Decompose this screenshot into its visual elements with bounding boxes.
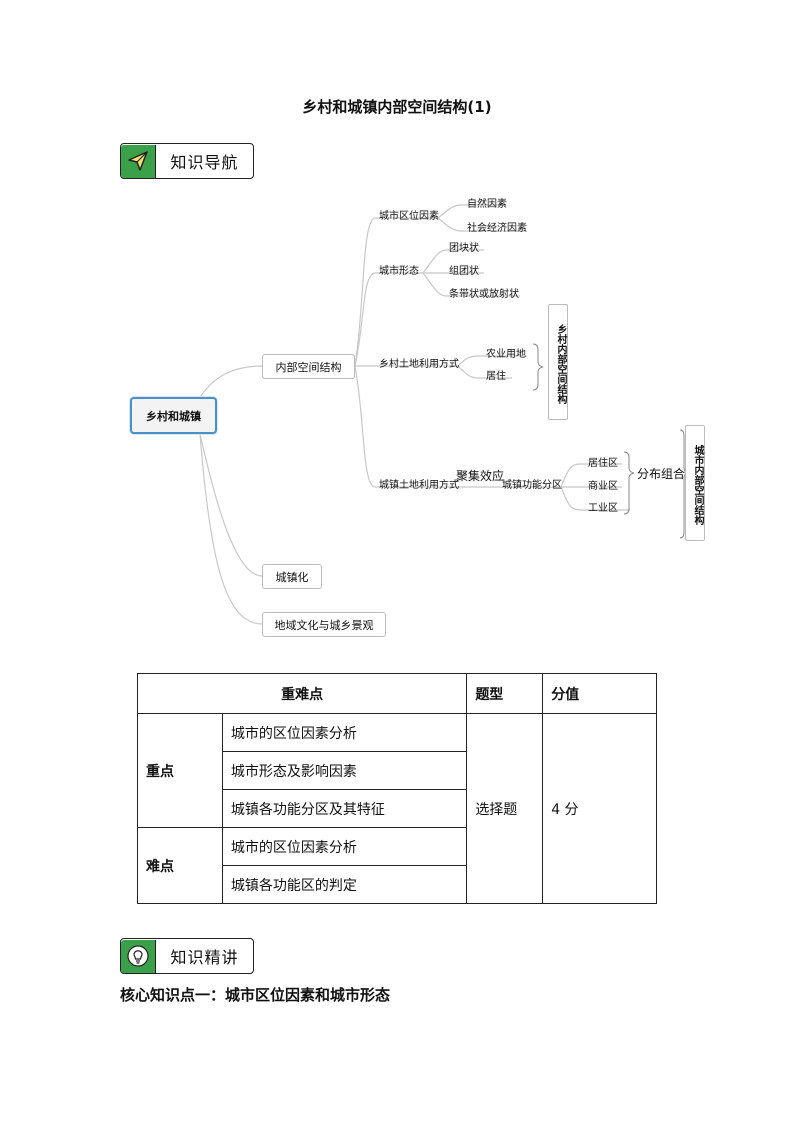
group-difficult-label: 难点	[137, 827, 223, 904]
table-row: 城市形态及影响因素	[138, 751, 657, 790]
lightbulb-icon	[121, 939, 156, 973]
node-residential: 居住	[486, 371, 506, 382]
node-natural-factors: 自然因素	[467, 199, 507, 210]
node-industrial-zone: 工业区	[588, 503, 618, 514]
table-cell: 城市形态及影响因素	[221, 751, 468, 790]
node-form-block: 团块状	[449, 243, 479, 254]
mindmap-root: 乡村和城镇	[130, 397, 217, 434]
node-location-factors: 城市区位因素	[379, 211, 439, 222]
branch-inner-structure: 内部空间结构	[262, 354, 355, 379]
table-cell: 城镇各功能区的判定	[221, 865, 468, 904]
knowledge-nav-badge: 知识导航	[120, 143, 254, 179]
node-commercial-zone: 商业区	[588, 481, 618, 492]
core-knowledge-point: 核心知识点一：城市区位因素和城市形态	[120, 986, 391, 1004]
node-socioeconomic-factors: 社会经济因素	[467, 223, 527, 234]
table-row: 城镇各功能分区及其特征	[138, 789, 657, 828]
table-row: 城镇各功能区的判定	[138, 865, 657, 904]
table-header-row: 重难点 题型 分值	[136, 673, 657, 714]
node-agricultural-land: 农业用地	[486, 349, 526, 360]
node-form-cluster: 组团状	[449, 266, 479, 277]
paper-plane-icon	[121, 144, 156, 178]
table-cell: 城镇各功能分区及其特征	[221, 789, 468, 828]
key-points-table: 重难点 题型 分值 重点 城市的区位因素分析 选择题 4 分 城市形态及影响因素…	[136, 673, 657, 904]
header-question-type: 题型	[466, 673, 544, 714]
node-urban-structure-summary: 城市内部空间结构	[685, 425, 705, 541]
header-key-difficult: 重难点	[136, 673, 468, 714]
badge-label: 知识精讲	[170, 948, 239, 967]
header-score: 分值	[542, 673, 657, 714]
branch-regional-culture: 地域文化与城乡景观	[262, 612, 386, 637]
badge-label: 知识导航	[170, 153, 239, 172]
node-rural-structure-summary: 乡村内部空间结构	[548, 304, 568, 420]
table-row: 重点 城市的区位因素分析 选择题 4 分	[137, 713, 657, 904]
document-title: 乡村和城镇内部空间结构(1)	[302, 98, 492, 116]
node-city-form: 城市形态	[379, 266, 419, 277]
table-row: 难点 城市的区位因素分析	[137, 827, 657, 904]
node-agglomeration-effect: 聚集效应	[456, 469, 505, 483]
node-residential-zone: 居住区	[588, 458, 618, 469]
score-cell: 4 分	[542, 713, 657, 904]
table-cell: 城市的区位因素分析	[221, 713, 468, 752]
node-functional-zoning: 城镇功能分区	[502, 480, 562, 491]
node-distribution-combination: 分布组合	[637, 467, 686, 481]
node-urban-land-use: 城镇土地利用方式	[379, 480, 459, 491]
node-form-strip: 条带状或放射状	[449, 289, 519, 300]
question-type-cell: 选择题	[466, 713, 544, 904]
mindmap-connectors	[199, 204, 689, 625]
branch-urbanization: 城镇化	[262, 564, 322, 589]
group-key-label: 重点	[137, 713, 223, 828]
node-rural-land-use: 乡村土地利用方式	[379, 359, 459, 370]
table-cell: 城市的区位因素分析	[221, 827, 468, 866]
knowledge-explain-badge: 知识精讲	[120, 938, 254, 974]
